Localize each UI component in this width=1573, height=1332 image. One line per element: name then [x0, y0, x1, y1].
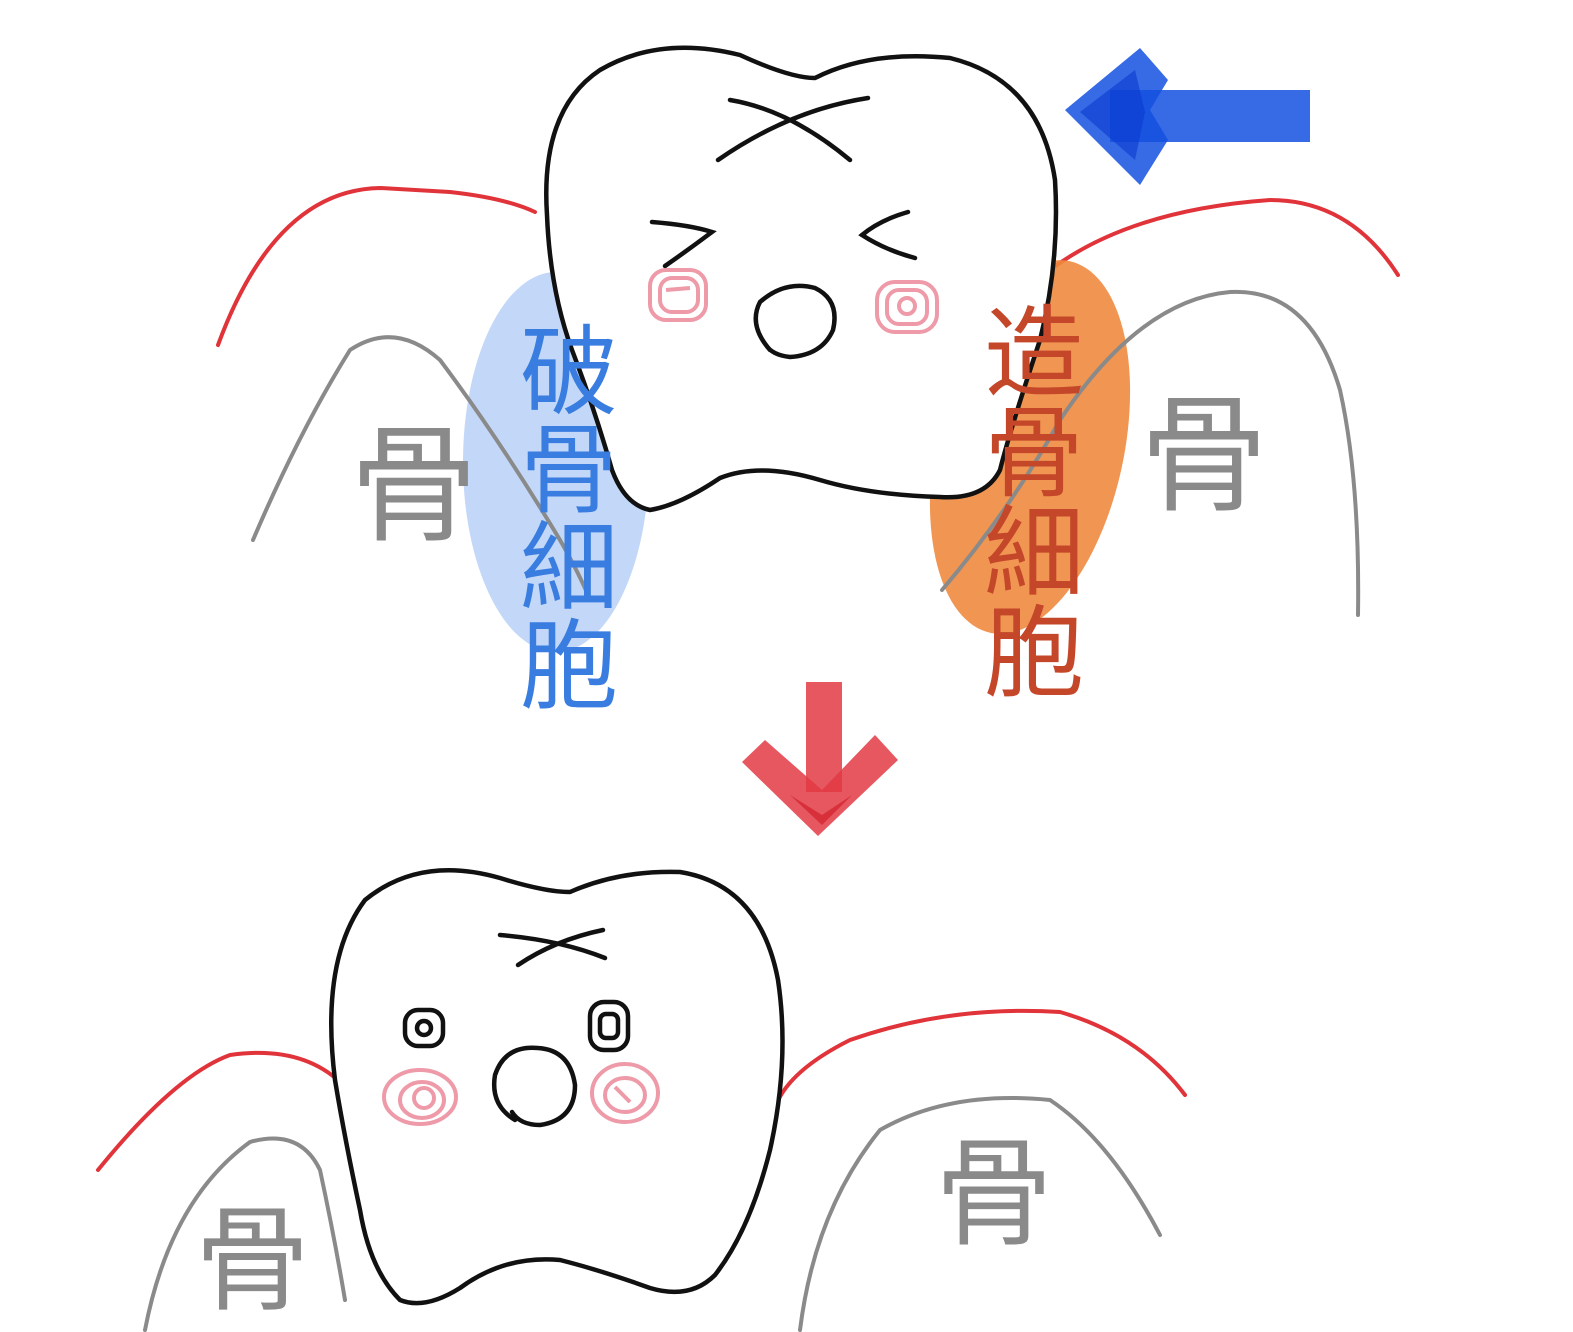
tooth-outline-top	[544, 45, 1059, 513]
blush-right-bottom	[590, 1062, 660, 1124]
bottom-scene: 骨 骨	[96, 868, 1187, 1332]
bone-outline-left	[251, 335, 592, 602]
tooth-outline-bottom	[329, 868, 785, 1306]
arrow-left-icon	[1065, 48, 1310, 185]
gum-line-left-bottom	[96, 1050, 342, 1172]
eye-right-open	[587, 999, 631, 1053]
bone-label-bottom-left: 骨	[195, 1194, 310, 1328]
osteoclast-label: 破骨細胞	[503, 320, 617, 712]
mouth-bottom	[491, 1045, 578, 1128]
eye-left-open	[402, 1007, 446, 1049]
bone-outline-left-bottom	[143, 1136, 347, 1332]
arrow-down-icon	[742, 682, 898, 836]
tooth-fissure-top	[715, 95, 871, 163]
gum-line-right	[1048, 197, 1400, 277]
bone-outline-right-bottom	[798, 1096, 1162, 1332]
blush-left-top	[648, 268, 708, 322]
gum-line-left	[216, 185, 537, 347]
top-scene: 破骨細胞 造骨細胞 骨 骨	[216, 45, 1400, 712]
bone-label-top-left: 骨	[350, 412, 478, 561]
blush-right-top	[875, 280, 939, 334]
bone-label-bottom-right: 骨	[935, 1125, 1053, 1263]
gum-line-right-bottom	[774, 1008, 1187, 1107]
mouth-top	[753, 283, 837, 360]
eye-left-squint	[649, 219, 717, 269]
bone-outline-right	[940, 289, 1361, 617]
tooth-fissure-bottom	[497, 927, 608, 968]
eye-right-squint	[858, 209, 918, 261]
bone-label-top-right: 骨	[1140, 382, 1268, 531]
blush-left-bottom	[382, 1068, 458, 1126]
osteoblast-label: 造骨細胞	[967, 300, 1084, 700]
